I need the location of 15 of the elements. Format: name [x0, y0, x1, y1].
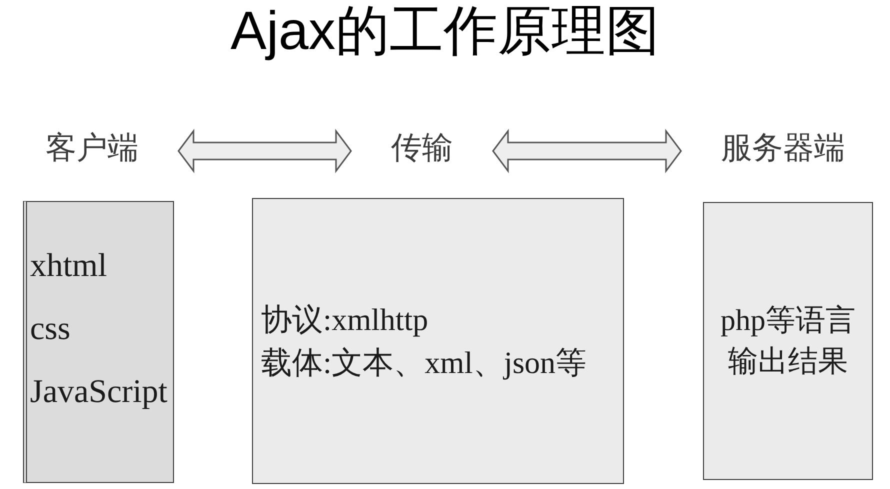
box-text: php等语言输出结果: [720, 303, 856, 380]
content-box: [23, 201, 174, 483]
box-text: css: [30, 310, 70, 348]
column-heading: 服务器端: [721, 128, 845, 168]
box-text: 载体:文本、xml、json等: [261, 344, 587, 382]
column-heading: 客户端: [46, 128, 138, 168]
box-text: xhtml: [30, 247, 108, 285]
double-block-arrow: [178, 128, 352, 174]
diagram-title: Ajax的工作原理图: [230, 0, 660, 62]
box-text: 协议:xmlhttp: [261, 301, 428, 339]
double-block-arrow: [492, 128, 682, 174]
content-box: [252, 198, 624, 484]
content-box: [703, 202, 873, 480]
box-text: JavaScript: [30, 373, 168, 411]
column-heading: 传输: [391, 128, 453, 168]
